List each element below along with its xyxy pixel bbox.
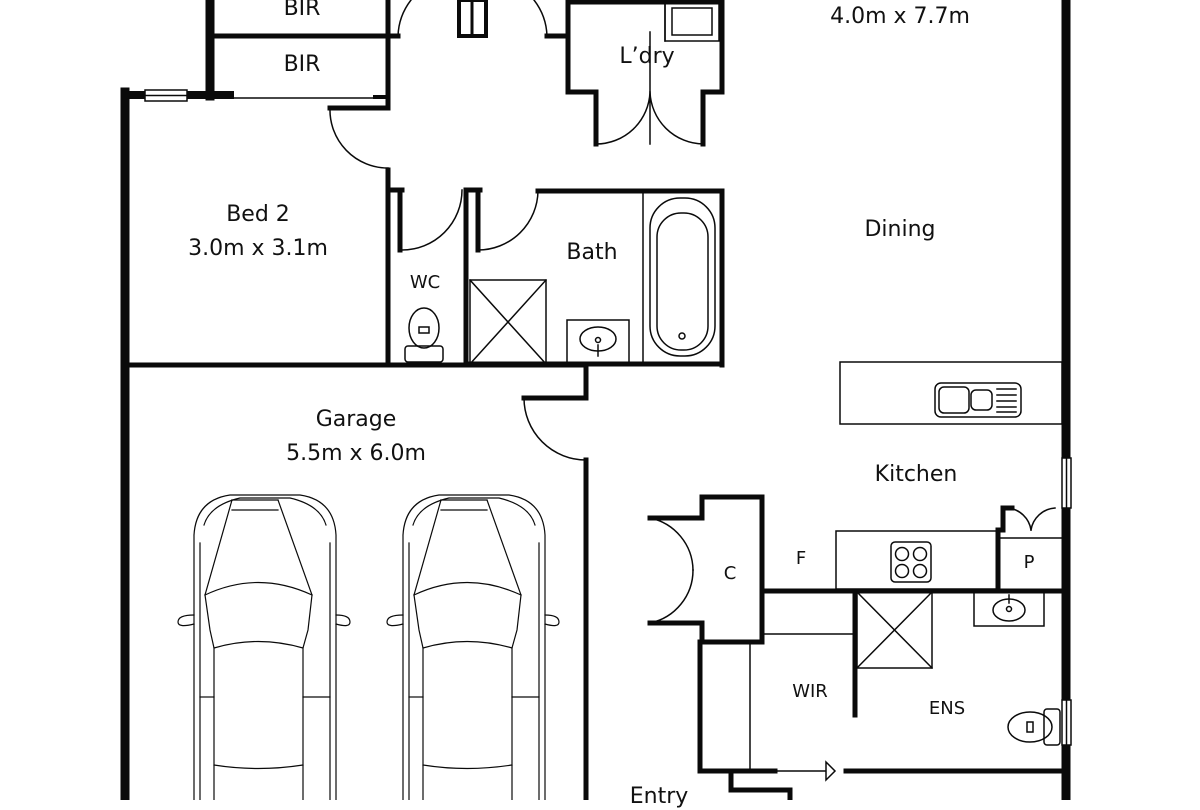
double-sink-icon	[934, 382, 1022, 418]
room-label-dining: Dining	[864, 217, 936, 242]
room-label-wc: WC	[409, 272, 441, 293]
room-dimensions-garage: 5.5m x 6.0m	[286, 441, 426, 466]
cooktop-icon	[890, 541, 932, 583]
door-swings	[329, 0, 1056, 782]
room-label-fridge: F	[795, 548, 807, 569]
window-kitchen	[1061, 457, 1072, 509]
room-label-bed2: Bed 2	[226, 202, 290, 227]
window-ensuite	[1061, 699, 1072, 746]
thin-lines	[231, 2, 1063, 772]
room-label-coat: C	[723, 563, 737, 584]
basin-icon	[566, 319, 630, 365]
room-label-kitchen: Kitchen	[874, 462, 958, 487]
basin-icon-ens	[992, 594, 1026, 622]
interior-walls	[122, 0, 1065, 800]
room-label-wir: WIR	[792, 681, 828, 702]
window-bed2	[144, 89, 188, 102]
room-label-laundry: L’dry	[619, 44, 675, 69]
car-icon	[177, 494, 351, 800]
room-dimensions-bed2: 3.0m x 3.1m	[188, 236, 328, 261]
room-label-pantry: P	[1023, 552, 1035, 573]
toilet-icon-wc	[404, 307, 444, 363]
toilet-icon-ens	[1007, 708, 1061, 746]
room-label-garage: Garage	[315, 407, 397, 432]
room-dimensions-living: 4.0m x 7.7m	[830, 4, 970, 29]
room-label-bir-top: BIR	[283, 0, 321, 21]
room-label-ensuite: ENS	[928, 698, 966, 719]
room-label-bir-bottom: BIR	[283, 52, 321, 77]
shower-icon	[468, 278, 548, 366]
room-label-entry: Entry	[629, 784, 689, 809]
room-label-bath: Bath	[566, 240, 618, 265]
exterior-walls	[120, 0, 1071, 800]
shower-icon-ens	[855, 590, 934, 670]
bathtub-icon	[649, 197, 716, 357]
